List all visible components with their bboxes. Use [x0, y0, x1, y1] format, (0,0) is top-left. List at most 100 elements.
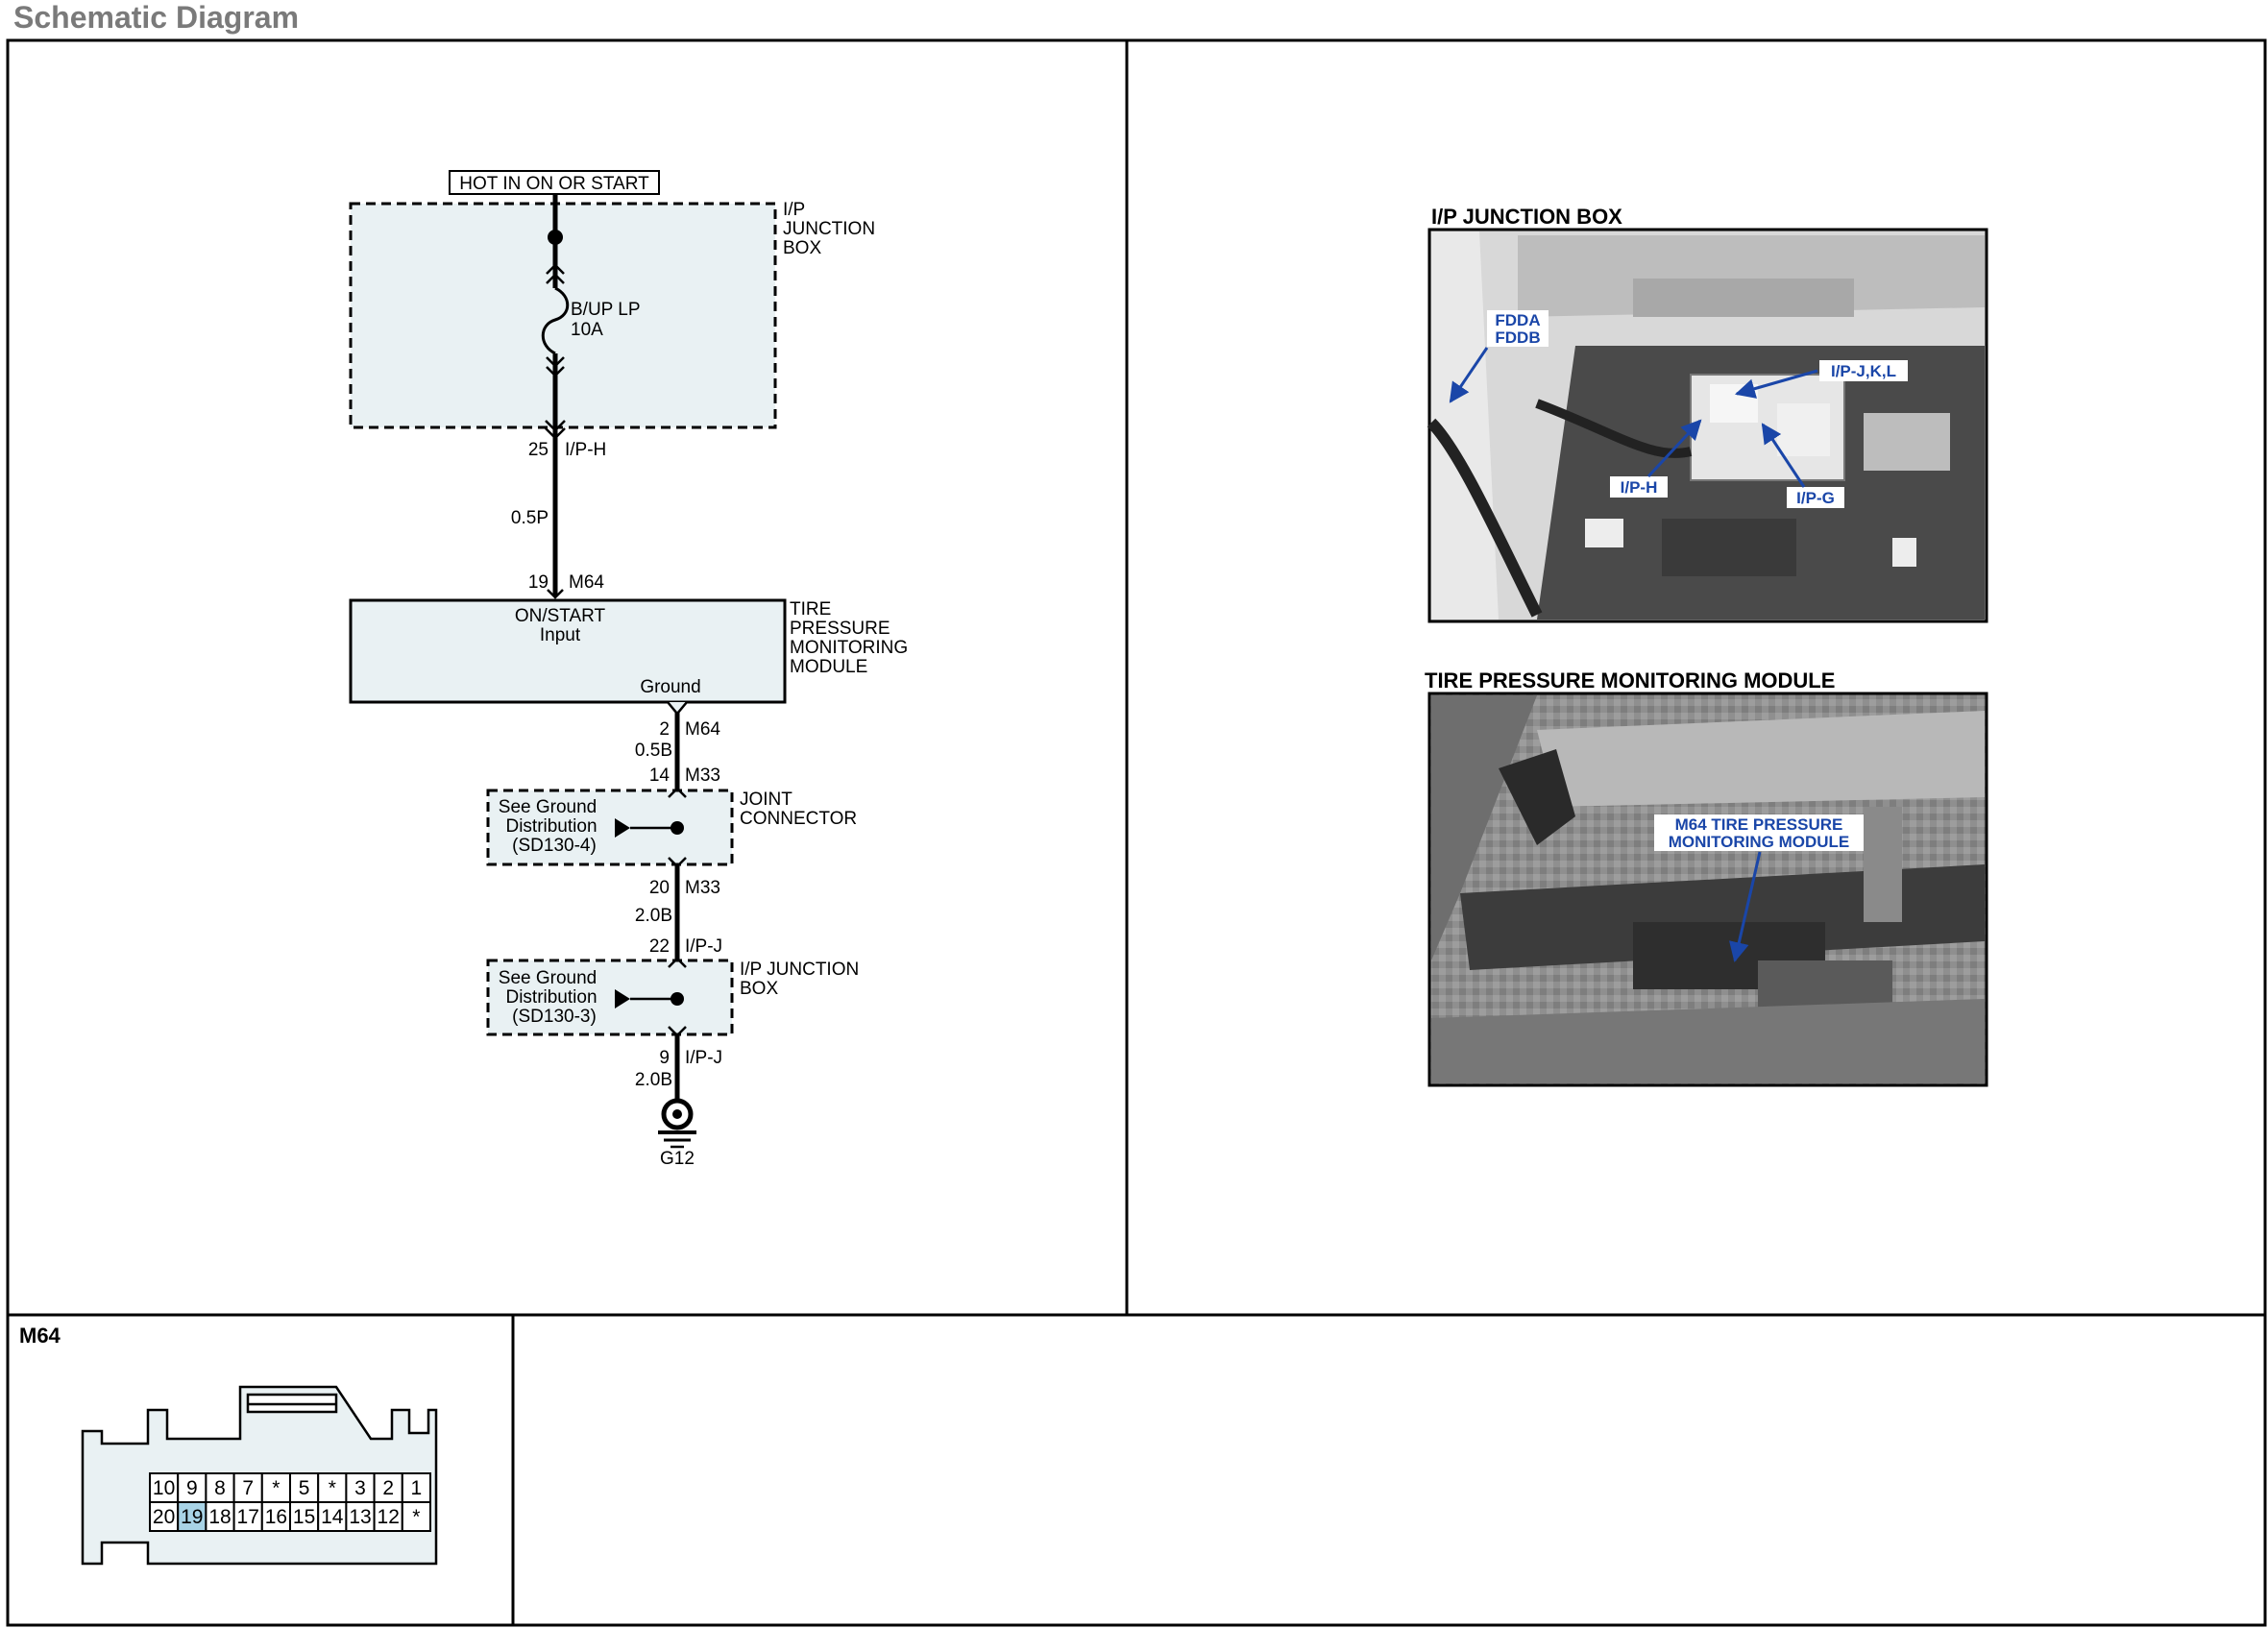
callout-m64-arrow: [1729, 851, 1762, 963]
wire3-bottom-pin: 22: [649, 936, 670, 957]
wire1-top-conn: I/P-H: [565, 440, 606, 460]
wire4-gauge: 2.0B: [635, 1070, 672, 1090]
fuse-rating: 10A: [571, 320, 603, 340]
junction-box-photo-title: I/P JUNCTION BOX: [1431, 205, 1622, 229]
jb-bottom-name-1: I/P JUNCTION: [740, 960, 859, 980]
callout-fdda-arrow: [1449, 347, 1489, 403]
wire2-top-conn: M64: [685, 719, 720, 740]
connector-pin-label: 10: [153, 1477, 175, 1499]
callout-ip-jkl: I/P-J,K,L: [1831, 362, 1896, 380]
tpms-module-box: [349, 598, 787, 704]
connector-pin-label: 20: [153, 1506, 175, 1528]
junction-box-bottom: [486, 959, 734, 1036]
module-name-2: PRESSURE: [790, 619, 890, 639]
connector-pin-cell: [317, 1472, 348, 1503]
module-ground-label: Ground: [640, 677, 700, 697]
callout-ip-jkl-arrow: [1734, 369, 1818, 399]
connector-pin-cell: [232, 1501, 263, 1532]
joint-connector-box: [486, 789, 734, 866]
connector-pin-cell: [401, 1501, 431, 1532]
callout-ip-g: I/P-G: [1796, 489, 1835, 507]
callout-ip-h: I/P-H: [1621, 478, 1658, 497]
fuse-name: B/UP LP: [571, 300, 641, 320]
module-input-line-1: ON/START: [515, 606, 606, 626]
wire4-top-pin: 9: [659, 1048, 670, 1068]
jb-bottom-ref-line-1: See Ground: [499, 968, 597, 988]
module-input-line-2: Input: [540, 625, 581, 645]
connector-pin-label: 12: [378, 1506, 400, 1528]
ground-symbol: [658, 1098, 696, 1149]
callout-fdda: FDDA: [1495, 311, 1540, 329]
connector-name: M64: [19, 1324, 61, 1348]
jb-bottom-ref-line-2: Distribution: [505, 987, 597, 1008]
connector-pin-label: *: [412, 1506, 420, 1528]
callout-m64-line-2: MONITORING MODULE: [1669, 833, 1850, 851]
page-title: Schematic Diagram: [13, 0, 300, 35]
wire4-top-conn: I/P-J: [685, 1048, 722, 1068]
joint-ref-line-2: Distribution: [505, 816, 597, 837]
connector-pin-label: 9: [186, 1477, 198, 1499]
joint-name-1: JOINT: [740, 790, 793, 810]
junction-box-photo: [1427, 228, 1988, 623]
connector-pin-label: *: [329, 1477, 336, 1499]
connector-pin-cell: [317, 1501, 348, 1532]
wire1-top-pin: 25: [528, 440, 549, 460]
junction-box-top-label-2: JUNCTION: [783, 219, 875, 239]
joint-ref-line-1: See Ground: [499, 797, 597, 817]
module-name-4: MODULE: [790, 657, 867, 677]
connector-pin-label: 15: [293, 1506, 315, 1528]
wire3-top-pin: 20: [649, 878, 670, 898]
junction-box-top-label-3: BOX: [783, 238, 821, 258]
power-source-label: HOT IN ON OR START: [459, 174, 649, 194]
connector-pin-cell: [149, 1501, 180, 1532]
wire1-bottom-conn: M64: [569, 572, 604, 593]
junction-box-top-label-1: I/P: [783, 200, 805, 220]
jb-bottom-ref-line-3: (SD130-3): [512, 1007, 597, 1027]
joint-ref-line-3: (SD130-4): [512, 836, 597, 856]
fuse-symbol: [541, 286, 570, 355]
junction-box-photo-panel: I/P JUNCTION BOX FDDA FDDB I/P-J,K,L: [1427, 205, 1988, 623]
wire2-bottom-pin: 14: [649, 765, 671, 786]
tpms-photo-title: TIRE PRESSURE MONITORING MODULE: [1425, 668, 1835, 693]
connector-pin-label: 16: [265, 1506, 287, 1528]
connector-pin-label: 7: [242, 1477, 254, 1499]
wire2-bottom-conn: M33: [685, 765, 720, 786]
splice-dot: [548, 230, 563, 245]
module-name-1: TIRE: [790, 599, 831, 620]
connector-pin-label: *: [272, 1477, 280, 1499]
ground-name: G12: [660, 1149, 695, 1169]
callout-fddb: FDDB: [1495, 328, 1540, 347]
connector-pin-label: 13: [349, 1506, 371, 1528]
connector-pin-label: 18: [208, 1506, 231, 1528]
callout-ip-h-arrow: [1646, 419, 1702, 478]
joint-name-2: CONNECTOR: [740, 809, 857, 829]
wire2-gauge: 0.5B: [635, 741, 672, 761]
connector-pin-label: 17: [237, 1506, 259, 1528]
connector-pin-label: 1: [411, 1477, 423, 1499]
wire1-gauge: 0.5P: [511, 508, 549, 528]
tpms-photo: [1427, 692, 1988, 1087]
connector-pin-label: 14: [321, 1506, 344, 1528]
connector-pin-cell: [260, 1501, 291, 1532]
wiring-schematic: HOT IN ON OR START I/P JUNCTION BOX B/UP…: [349, 170, 908, 1169]
connector-pin-label: 2: [382, 1477, 394, 1499]
page-frame: [6, 38, 2267, 1627]
tpms-photo-panel: TIRE PRESSURE MONITORING MODULE M64 TIRE…: [1425, 668, 1988, 1087]
connector-pin-label: 5: [299, 1477, 310, 1499]
connector-pin-label: 3: [354, 1477, 366, 1499]
connector-pin-label: 19: [181, 1506, 203, 1528]
callout-m64-line-1: M64 TIRE PRESSURE: [1675, 815, 1843, 834]
wire2-top-pin: 2: [659, 719, 670, 740]
connector-pin-cell: [205, 1501, 235, 1532]
callout-ip-g-arrow: [1761, 423, 1806, 488]
module-name-3: MONITORING: [790, 638, 908, 658]
jb-bottom-name-2: BOX: [740, 979, 778, 999]
connector-pin-label: 8: [214, 1477, 226, 1499]
wire3-bottom-conn: I/P-J: [685, 936, 722, 957]
wire1-bottom-pin: 19: [528, 572, 549, 593]
wire3-top-conn: M33: [685, 878, 720, 898]
wire3-gauge: 2.0B: [635, 906, 672, 926]
